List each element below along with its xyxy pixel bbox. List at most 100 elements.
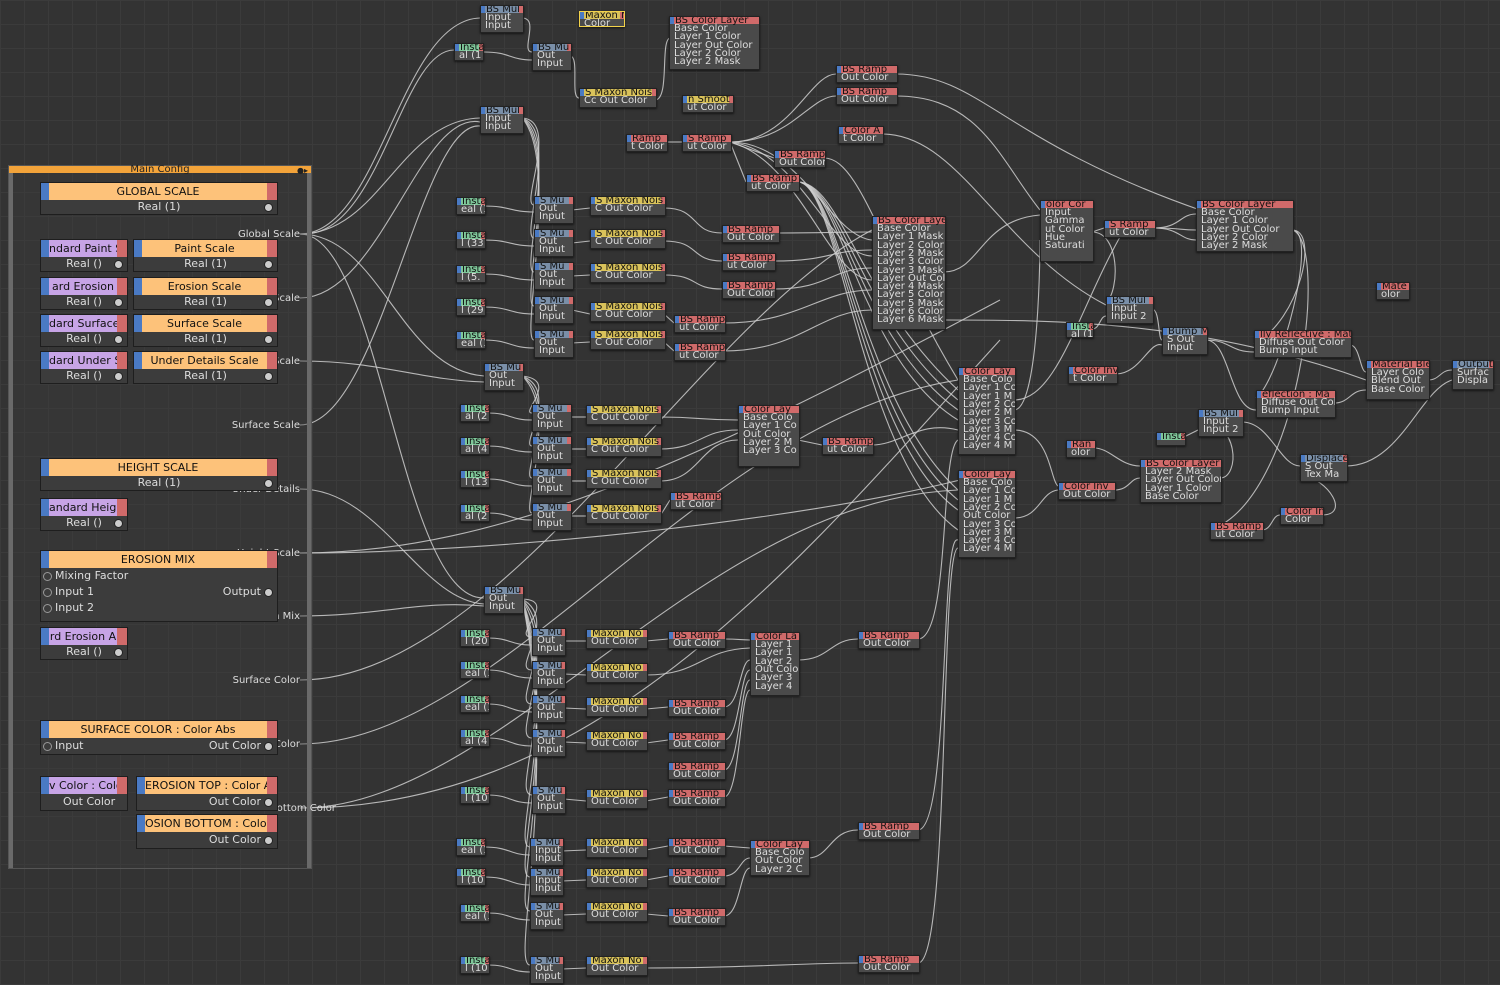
node-port-label[interactable]: Input bbox=[535, 883, 561, 895]
erosion-scale-node[interactable]: Erosion Scale Real (1) bbox=[133, 277, 278, 310]
node-port-label[interactable]: Tex Ma bbox=[1305, 469, 1340, 481]
node-port-label[interactable]: Out bbox=[537, 793, 556, 804]
node-port-label[interactable]: Out Color bbox=[591, 704, 639, 715]
node-port-label[interactable]: Out bbox=[539, 269, 558, 280]
input-port[interactable] bbox=[43, 604, 52, 613]
node-port-label[interactable]: Out bbox=[537, 702, 556, 713]
node-port-label[interactable]: eal (1 bbox=[461, 338, 485, 349]
node-port-label[interactable]: Out Color bbox=[673, 875, 721, 886]
node-port-label[interactable]: eal (1 bbox=[465, 702, 489, 713]
node-port-label[interactable]: Layer 4 M bbox=[963, 543, 1013, 555]
node-port-label[interactable]: Out Color bbox=[591, 670, 639, 681]
node-port-label[interactable]: Base Color bbox=[1371, 383, 1425, 395]
output-port[interactable] bbox=[264, 798, 273, 807]
node-port-label[interactable]: Layer 1 Co bbox=[963, 382, 1016, 394]
node-port-label[interactable]: Layer 2 Co bbox=[963, 398, 1016, 410]
standard-erosion-a-node[interactable]: rd Erosion A Real () bbox=[40, 627, 128, 660]
node-port-label[interactable]: Layer 1 Co bbox=[743, 420, 797, 432]
node-port-label[interactable]: Input bbox=[535, 875, 561, 886]
output-port[interactable] bbox=[114, 335, 123, 344]
output-port[interactable] bbox=[264, 479, 273, 488]
node-port-label[interactable]: Out Color bbox=[727, 232, 775, 243]
node-port-label[interactable]: Out Color bbox=[673, 915, 721, 926]
node-port-label[interactable]: Layer 4 M bbox=[963, 440, 1013, 452]
paint-scale-node[interactable]: Paint Scale Real (1) bbox=[133, 239, 278, 272]
output-port[interactable] bbox=[264, 335, 273, 344]
output-port[interactable] bbox=[114, 298, 123, 307]
node-port-label[interactable]: Out Color bbox=[673, 769, 721, 780]
node-port-label[interactable]: ut Color bbox=[675, 499, 715, 510]
node-port-label[interactable]: Out Color bbox=[673, 796, 721, 807]
graph-node[interactable]: Insta bbox=[1156, 432, 1186, 446]
node-port-label[interactable]: Layer 3 Co bbox=[963, 518, 1016, 530]
node-port-label[interactable]: Input bbox=[539, 211, 565, 223]
node-port-label[interactable]: Out bbox=[489, 370, 508, 381]
node-port-label[interactable]: Input bbox=[539, 244, 565, 256]
node-port-label[interactable]: t Color bbox=[843, 133, 877, 144]
node-port-label[interactable]: Out Color bbox=[755, 663, 800, 675]
standard-height-scale-node[interactable]: andard Heigh Real () bbox=[40, 498, 128, 531]
node-port-label[interactable]: Layer 2 Color bbox=[1201, 231, 1268, 243]
node-port-label[interactable]: Layer 5 Color bbox=[877, 289, 944, 301]
node-port-label[interactable]: Input bbox=[485, 20, 511, 32]
node-port-label[interactable]: Layer Colo bbox=[1371, 367, 1425, 378]
node-port-label[interactable]: Base Colo bbox=[963, 374, 1013, 385]
output-port[interactable] bbox=[114, 260, 123, 269]
node-port-label[interactable]: Input 2 bbox=[1111, 311, 1147, 323]
node-port-label[interactable]: Out bbox=[539, 303, 558, 314]
node-port-label[interactable]: Input bbox=[535, 845, 561, 856]
node-port-label[interactable]: Out Color bbox=[863, 829, 911, 840]
node-port-label[interactable]: Base Color bbox=[1145, 490, 1199, 502]
node-port-label[interactable]: Input bbox=[539, 311, 565, 323]
node-port-label[interactable]: Out Color bbox=[863, 638, 911, 649]
node-port-label[interactable]: Input bbox=[537, 451, 563, 463]
node-port-label[interactable]: Layer 1 Color bbox=[1145, 482, 1212, 494]
node-port-label[interactable]: ut Color bbox=[679, 322, 719, 333]
node-port-label[interactable]: Input bbox=[489, 601, 515, 613]
erosion-top-node[interactable]: EROSION TOP : Color Abs Out Color bbox=[136, 776, 278, 811]
node-port-label[interactable]: Bump Input bbox=[1259, 345, 1318, 357]
node-port-label[interactable]: Base Color bbox=[674, 23, 728, 34]
node-port-label[interactable]: Out Color bbox=[591, 636, 639, 647]
node-port-label[interactable]: Layer 3 Color bbox=[877, 256, 944, 268]
node-port-label[interactable]: Out bbox=[537, 736, 556, 747]
node-port-label[interactable]: Layer 2 C bbox=[755, 863, 803, 875]
node-port-label[interactable]: Base Colo bbox=[963, 477, 1013, 488]
node-port-label[interactable]: Input bbox=[537, 744, 563, 756]
node-port-label[interactable]: olor bbox=[1381, 289, 1401, 300]
